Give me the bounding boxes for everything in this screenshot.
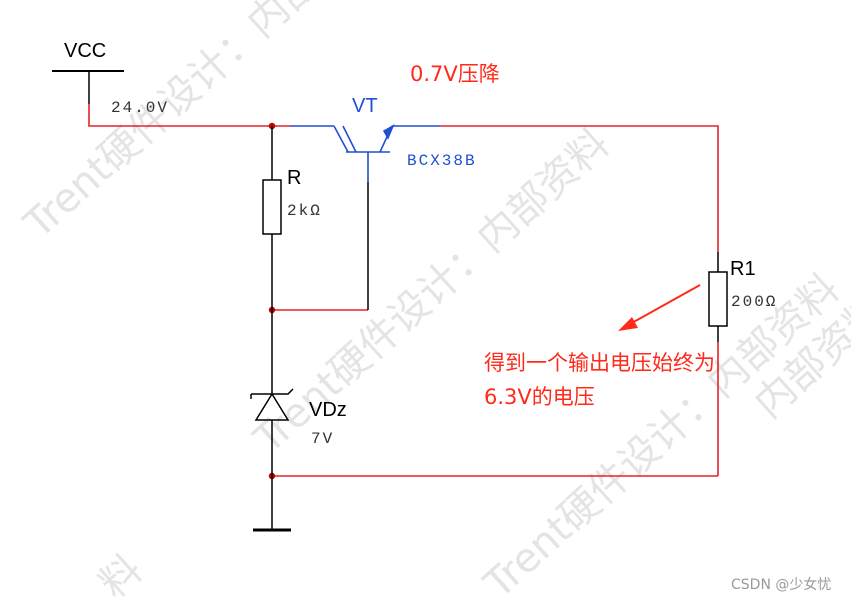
output-annotation-line1: 得到一个输出电压始终为 bbox=[484, 351, 715, 375]
resistor-r1-value: 200Ω bbox=[731, 293, 777, 311]
vcc-supply: VCC 24.0V bbox=[52, 40, 169, 117]
watermark: Trent硬件设计：内部资料 Trent硬件设计：内部资料 Trent硬件设计：… bbox=[15, 0, 851, 600]
ground-symbol bbox=[253, 476, 291, 532]
output-annotation-line2: 6.3V的电压 bbox=[484, 385, 595, 409]
annotation-arrow bbox=[618, 284, 701, 331]
resistor-r: R 2kΩ bbox=[262, 126, 322, 310]
zener-label: VDz bbox=[309, 399, 347, 421]
wire-vcc-to-node bbox=[88, 104, 272, 127]
watermark-text-5: 料 bbox=[91, 546, 152, 600]
vcc-value: 24.0V bbox=[111, 99, 169, 117]
watermark-text-3: Trent硬件设计：内部资料 bbox=[475, 266, 848, 600]
wires bbox=[88, 104, 719, 477]
voltage-drop-annotation: 0.7V压降 bbox=[410, 62, 500, 86]
zener-diode: VDz 7V bbox=[250, 310, 347, 476]
zener-value: 7V bbox=[311, 430, 334, 448]
csdn-credit: CSDN @少女忧 bbox=[731, 576, 831, 593]
vcc-label: VCC bbox=[64, 40, 106, 62]
transistor-part: BCX38B bbox=[407, 152, 477, 170]
resistor-r1-label: R1 bbox=[730, 258, 756, 280]
resistor-r-label: R bbox=[287, 167, 301, 189]
resistor-r-value: 2kΩ bbox=[287, 202, 322, 220]
wire-emitter-to-load bbox=[440, 125, 719, 252]
resistor-r1: R1 200Ω bbox=[708, 252, 777, 342]
transistor-label: VT bbox=[352, 95, 378, 117]
transistor-vt: VT BCX38B bbox=[290, 95, 477, 182]
watermark-text-1: Trent硬件设计：内部资料 bbox=[15, 0, 388, 248]
